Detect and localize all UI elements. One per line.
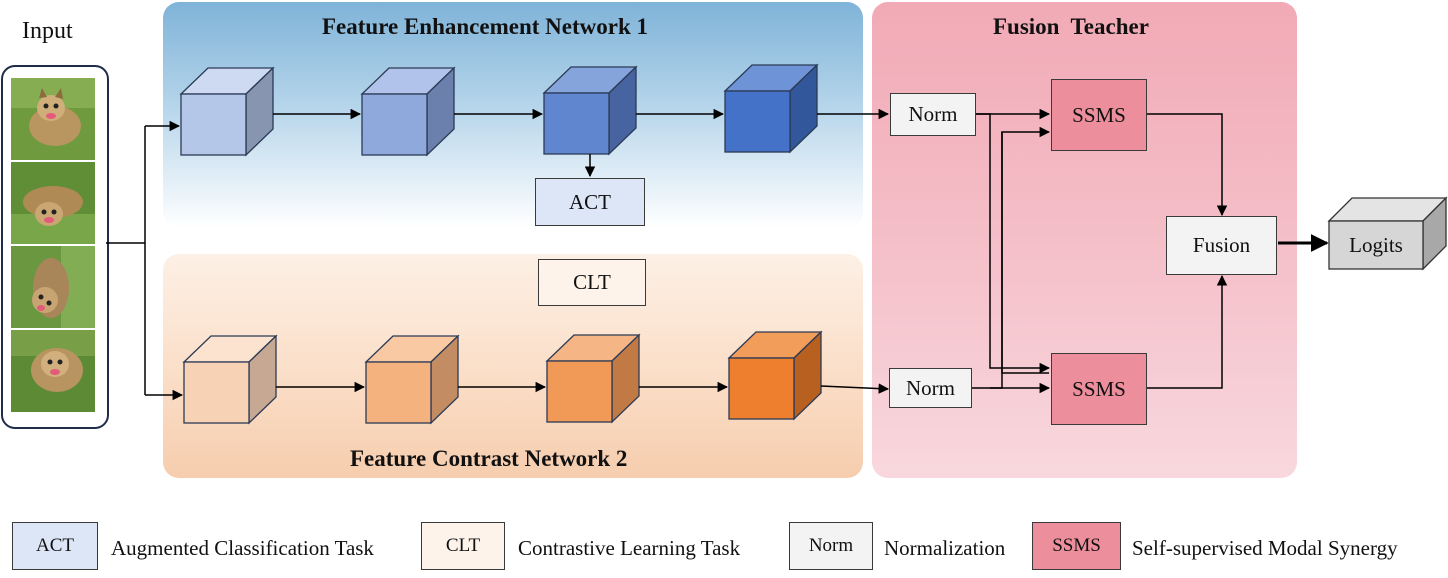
dog-photo-3: [11, 246, 95, 328]
contrast-cube-2: [364, 334, 460, 425]
contrast-cube-4: [727, 330, 823, 421]
input-label: Input: [22, 18, 73, 44]
legend-act-text: Augmented Classification Task: [111, 536, 374, 560]
dog-photo-2: [11, 162, 95, 244]
enhancement-cube-4: [723, 63, 819, 154]
fusion-teacher-title: Fusion Teacher: [993, 14, 1149, 39]
dog-photo-1: [11, 78, 95, 160]
contrast-cube-3: [545, 333, 641, 424]
enhancement-network-title: Feature Enhancement Network 1: [322, 14, 648, 39]
act-box: ACT: [535, 178, 645, 226]
norm-box-top: Norm: [890, 93, 976, 136]
enhancement-cubes: [179, 63, 819, 157]
legend-norm-swatch: Norm: [789, 522, 873, 570]
legend-ssms-swatch: SSMS: [1032, 522, 1121, 570]
logits-label: Logits: [1349, 232, 1403, 257]
norm-box-bottom: Norm: [889, 368, 972, 408]
legend-clt-text: Contrastive Learning Task: [518, 536, 741, 560]
contrast-cubes: [182, 330, 823, 425]
dog-photo-4: [11, 330, 95, 412]
enhancement-cube-2: [360, 66, 456, 157]
contrast-network-title: Feature Contrast Network 2: [350, 446, 628, 471]
ssms-box-top: SSMS: [1051, 79, 1147, 151]
logits-cube: [1327, 196, 1448, 271]
fusion-box: Fusion: [1166, 216, 1277, 275]
contrast-cube-1: [182, 334, 278, 425]
legend-norm-text: Normalization: [884, 536, 1006, 560]
legend-clt-swatch: CLT: [421, 522, 505, 570]
legend-ssms-text: Self-supervised Modal Synergy: [1132, 536, 1398, 560]
ssms-box-bottom: SSMS: [1051, 353, 1147, 425]
legend-act-swatch: ACT: [12, 522, 98, 570]
enhancement-cube-3: [542, 65, 638, 156]
enhancement-cube-1: [179, 66, 275, 157]
clt-box: CLT: [538, 259, 646, 306]
